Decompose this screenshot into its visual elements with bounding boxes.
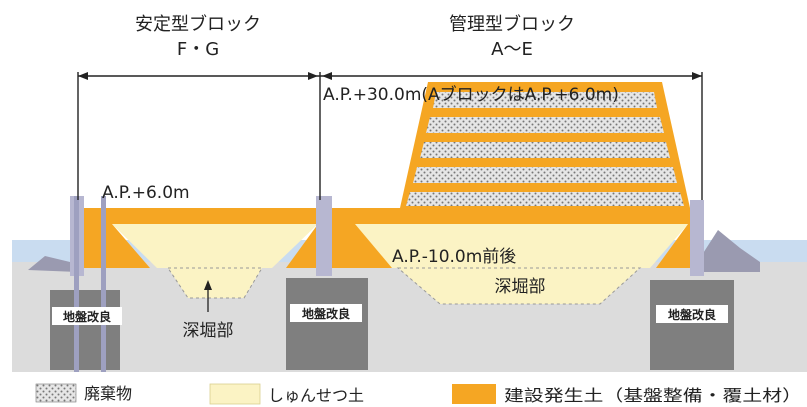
ground-improvement-center <box>286 278 368 370</box>
legend-label-construction-soil: 建設発生土（基盤整備・覆土材） <box>504 386 802 405</box>
waste-layer-2 <box>426 117 664 133</box>
slope-center-left <box>338 224 392 268</box>
elevation-bottom: A.P.-10.0m前後 <box>392 247 516 267</box>
cover-soil-band <box>82 208 694 224</box>
dredged-soil-left <box>112 224 318 268</box>
arrow-head <box>322 72 332 80</box>
wall-right <box>690 200 704 276</box>
ground-label-box-left <box>52 307 122 325</box>
dredged-soil-right <box>338 224 688 268</box>
slope-left-outer <box>82 224 150 268</box>
legend-swatch-dredged <box>209 383 261 405</box>
arrow-head <box>308 72 318 80</box>
pointer-arrow-head <box>204 280 212 290</box>
left-shore-mound <box>28 256 78 272</box>
ground-label-box-right <box>656 305 728 323</box>
deep-excavation-label-center: 深堀部 <box>495 277 546 297</box>
legend-swatch-waste <box>35 383 77 403</box>
pile-left-1 <box>74 196 79 372</box>
deep-excavation-center <box>396 267 642 305</box>
legend-label-dredged: しゅんせつ土 <box>268 386 364 405</box>
ground-improvement-right <box>650 280 734 370</box>
ground-improvement-label-right: 地盤改良 <box>668 307 716 322</box>
slope-right <box>656 224 700 268</box>
legend-swatch-construction-soil <box>452 384 496 404</box>
elevation-stable-top: A.P.+6.0m <box>102 183 190 203</box>
ground-improvement-label-center: 地盤改良 <box>302 306 350 321</box>
managed-block-title: 管理型ブロック <box>449 13 575 35</box>
legend-label-waste: 廃棄物 <box>84 384 132 403</box>
right-shore-mound <box>700 230 760 272</box>
deep-excavation-label-left: 深堀部 <box>183 321 234 341</box>
waste-layer-5 <box>406 192 684 206</box>
ground-label-box-center <box>290 304 362 322</box>
wall-center <box>316 196 332 276</box>
waste-layer-1 <box>433 92 657 108</box>
waste-layer-4 <box>413 167 677 183</box>
elevation-managed-top: A.P.+30.0m(AブロックはA.P.+6.0m) <box>323 84 619 105</box>
stable-block-title: 安定型ブロック <box>135 13 261 35</box>
arrow-head <box>692 72 702 80</box>
pile-left-2 <box>101 196 106 372</box>
deep-excavation-left <box>167 267 263 299</box>
stable-block-subtitle: F・G <box>177 39 219 60</box>
ground-improvement-label-left: 地盤改良 <box>63 309 111 324</box>
ground-improvement-left <box>50 290 120 370</box>
managed-block-subtitle: A～E <box>491 39 533 60</box>
waste-layer-3 <box>420 142 670 158</box>
arrow-head <box>78 72 88 80</box>
